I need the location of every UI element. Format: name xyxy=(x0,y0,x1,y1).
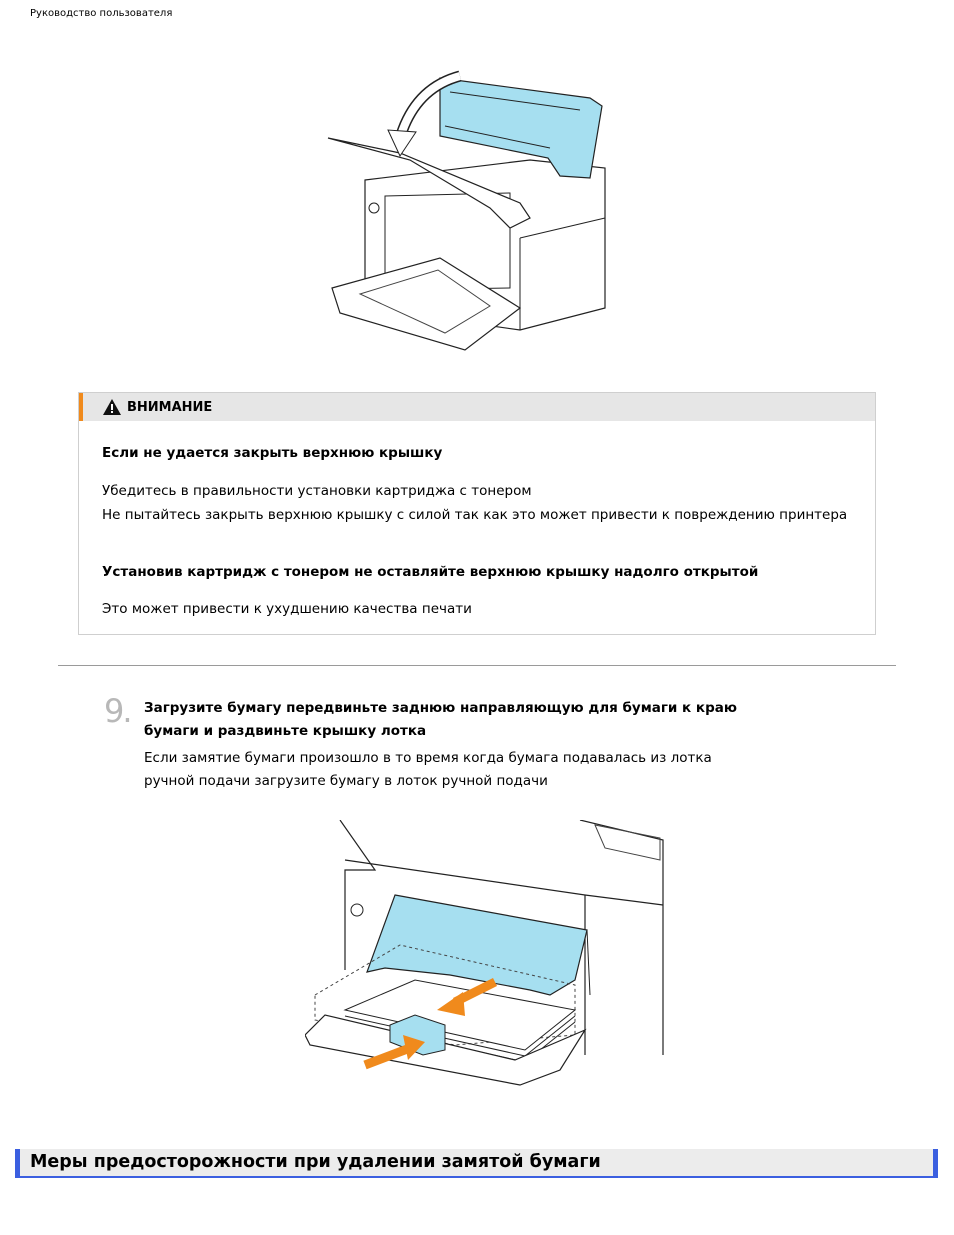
caution-header: ВНИМАНИЕ xyxy=(79,393,875,421)
load-paper-illustration xyxy=(305,820,664,1086)
step-number: 9. xyxy=(104,692,132,730)
caution-text-check-cartridge: Убедитесь в правильности установки картр… xyxy=(102,483,532,499)
section-heading-bar: Меры предосторожности при удалении замят… xyxy=(15,1149,938,1178)
section-divider xyxy=(58,665,896,666)
page-header-title: Руководство пользователя xyxy=(30,8,173,19)
step-text: Если замятие бумаги произошло в то время… xyxy=(144,750,712,789)
caution-label: ВНИМАНИЕ xyxy=(127,399,213,415)
caution-text-no-force: Не пытайтесь закрыть верхнюю крышку с си… xyxy=(102,507,848,523)
caution-text-print-quality: Это может привести к ухудшению качества … xyxy=(102,601,472,617)
caution-heading-close-cover: Если не удается закрыть верхнюю крышку xyxy=(102,445,443,461)
step-title: Загрузите бумагу передвиньте заднюю напр… xyxy=(144,700,737,739)
caution-heading-keep-closed: Установив картридж с тонером не оставляй… xyxy=(102,564,759,580)
caution-box: ВНИМАНИЕ Если не удается закрыть верхнюю… xyxy=(78,392,876,635)
warning-triangle-icon xyxy=(103,399,121,415)
printer-closing-cover-illustration xyxy=(327,70,606,351)
